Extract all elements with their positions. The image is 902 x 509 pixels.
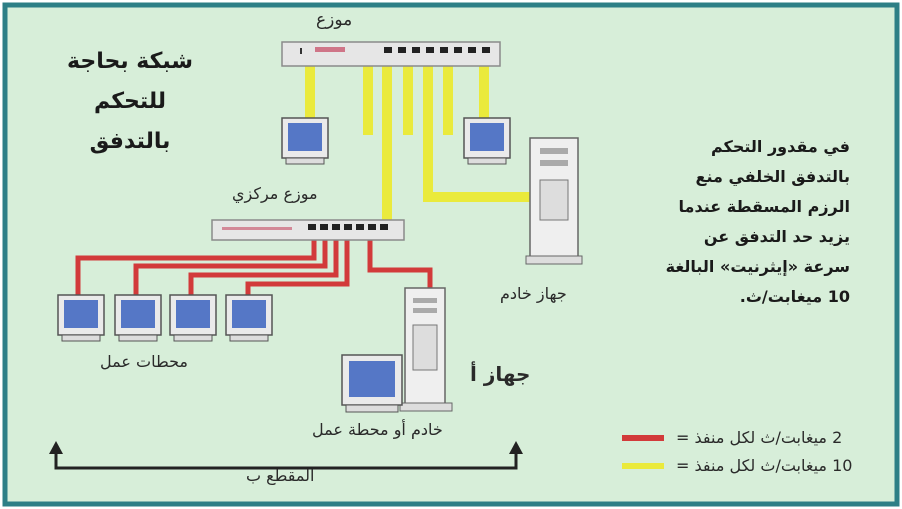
- legend-yellow-text: 10 ميغابت/ث لكل منفذ =: [676, 456, 852, 475]
- workstation-monitor-3: [170, 295, 216, 341]
- workstation-monitor-4: [226, 295, 272, 341]
- top-switch: [282, 42, 500, 66]
- description-text: في مقدور التحكم بالتدفق الخلفي منع الرزم…: [660, 132, 850, 312]
- legend-red-text: 2 ميغابت/ث لكل منفذ =: [676, 428, 842, 447]
- device-a-label: جهاز أ: [470, 362, 530, 386]
- monitor-top-left: [282, 118, 328, 164]
- workstation-monitor-2: [115, 295, 161, 341]
- legend-yellow-bar: [622, 463, 664, 469]
- workstations-label: محطات عمل: [100, 352, 188, 371]
- legend-red-bar: [622, 435, 664, 441]
- server-tower: [526, 138, 582, 264]
- server-label: جهاز خادم: [500, 284, 567, 303]
- central-switch-label: موزع مركزي: [232, 184, 318, 203]
- central-switch: [212, 220, 404, 240]
- monitor-top-right: [464, 118, 510, 164]
- segment-b-label: المقطع ب: [246, 466, 314, 485]
- device-a-monitor: [342, 355, 402, 412]
- workstation-monitor-1: [58, 295, 104, 341]
- server-or-workstation-label: خادم أو محطة عمل: [312, 420, 443, 439]
- diagram-title: شبكة بحاجة للتحكم بالتدفق: [60, 42, 200, 162]
- switch-label: موزع: [316, 10, 352, 30]
- device-a-tower: [400, 288, 452, 411]
